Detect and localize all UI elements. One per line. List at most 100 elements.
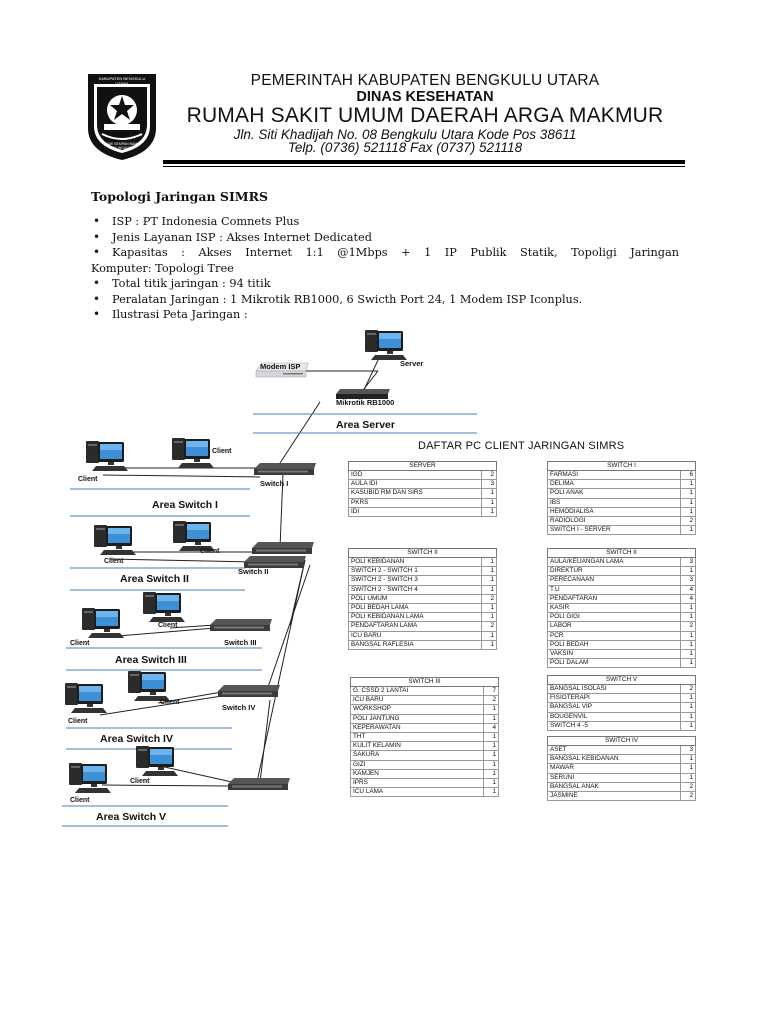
client-count: 1	[484, 788, 499, 797]
table-header: SWITCH V	[548, 676, 696, 685]
client-count: 1	[681, 498, 696, 507]
switch-3-device	[210, 619, 272, 631]
table-header: SWITCH IV	[548, 737, 696, 746]
client-count: 3	[482, 480, 497, 489]
client-count: 1	[482, 558, 497, 567]
area-switch-3-label: Area Switch III	[115, 654, 187, 666]
client-count: 2	[482, 471, 497, 480]
client-count: 3	[681, 558, 696, 567]
client-count: 1	[681, 567, 696, 576]
client-label: Client	[70, 640, 90, 647]
unit-name: BOUGENVIL	[548, 712, 681, 721]
client-list-title: DAFTAR PC CLIENT JARINGAN SIMRS	[418, 440, 624, 452]
unit-name: AULA IDI	[349, 480, 482, 489]
unit-name: SWITCH 2 - SWITCH 4	[349, 585, 482, 594]
unit-name: FARMASI	[548, 471, 681, 480]
unit-name: BANGSAL ANAK	[548, 782, 681, 791]
unit-name: PKRS	[349, 498, 482, 507]
client-count: 1	[482, 498, 497, 507]
client-label: Client	[200, 548, 220, 555]
client-count: 1	[482, 585, 497, 594]
unit-name: KAMJEN	[351, 769, 484, 778]
table-row: SERUNI1	[548, 773, 696, 782]
table-row: IGD2	[349, 471, 497, 480]
unit-name: POLI BEDAH LAMA	[349, 603, 482, 612]
area-switch-1-label: Area Switch I	[152, 499, 218, 511]
switch-3-label: Switch III	[224, 638, 257, 647]
table-row: THT1	[351, 732, 499, 741]
table-switch-5: SWITCH V BANGSAL ISOLASI2FISIOTERAPI1BAN…	[547, 675, 696, 731]
unit-name: BANGSAL RAFLESIA	[349, 640, 482, 649]
unit-name: POLI JANTUNG	[351, 714, 484, 723]
unit-name: KASIR	[548, 603, 681, 612]
table-row: PENDAFTARAN4	[548, 594, 696, 603]
table-row: POLI UMUM2	[349, 594, 497, 603]
table-row: ICU BARU1	[349, 631, 497, 640]
area-switch-5-label: Area Switch V	[96, 811, 166, 823]
modem-label: Modem ISP	[260, 362, 300, 371]
area-switch-2-label: Area Switch II	[120, 573, 189, 585]
area-server-label: Area Server	[336, 419, 395, 431]
server-computer-icon	[365, 330, 407, 360]
unit-name: BANGSAL ISOLASI	[548, 685, 681, 694]
unit-name: PCR	[548, 631, 681, 640]
client-count: 1	[681, 659, 696, 668]
table-row: SWITCH 4 -51	[548, 721, 696, 730]
client-count: 6	[681, 471, 696, 480]
table-row: AULA IDI3	[349, 480, 497, 489]
unit-name: PENDAFTARAN LAMA	[349, 622, 482, 631]
unit-name: G. CSSD 2 LANTAI	[351, 687, 484, 696]
table-row: POLI ANAK1	[548, 489, 696, 498]
client-computer-icon	[136, 746, 178, 776]
unit-name: ICU BARU	[349, 631, 482, 640]
table-row: VAKSIN1	[548, 649, 696, 658]
unit-name: POLI DALAM	[548, 659, 681, 668]
client-count: 7	[484, 687, 499, 696]
client-count: 1	[482, 603, 497, 612]
unit-name: JASMINE	[548, 791, 681, 800]
unit-name: ASET	[548, 746, 681, 755]
unit-name: RADIOLOGI	[548, 516, 681, 525]
client-computer-icon	[82, 608, 124, 638]
client-label: Client	[130, 778, 150, 785]
switch-5-device	[228, 778, 290, 790]
client-count: 1	[681, 613, 696, 622]
client-computer-icon	[173, 521, 215, 551]
table-row: POLI DALAM1	[548, 659, 696, 668]
table-row: BANGSAL RAFLESIA1	[349, 640, 497, 649]
client-count: 1	[681, 703, 696, 712]
table-row: BANGSAL KEBIDANAN1	[548, 755, 696, 764]
unit-name: KULIT KELAMIN	[351, 742, 484, 751]
unit-name: SWITCH 2 - SWITCH 1	[349, 567, 482, 576]
client-computer-icon	[94, 525, 136, 555]
unit-name: MAWAR	[548, 764, 681, 773]
table-switch-1: SWITCH I FARMASI6DELIMA1POLI ANAK1IBS1HE…	[547, 461, 696, 535]
table-row: BANGSAL VIP1	[548, 703, 696, 712]
unit-name: ICU BARU	[351, 696, 484, 705]
table-switch-3: SWITCH III G. CSSD 2 LANTAI7ICU BARU2WOR…	[350, 677, 499, 797]
unit-name: SWITCH 4 -5	[548, 721, 681, 730]
client-computer-icon	[69, 763, 111, 793]
unit-name: DELIMA	[548, 480, 681, 489]
table-row: POLI KEBIDANAN LAMA1	[349, 613, 497, 622]
client-count: 1	[484, 742, 499, 751]
table-row: JASMINE2	[548, 791, 696, 800]
client-count: 4	[681, 585, 696, 594]
client-computer-icon	[128, 671, 170, 701]
unit-name: IGD	[349, 471, 482, 480]
client-count: 2	[681, 782, 696, 791]
table-row: PKRS1	[349, 498, 497, 507]
